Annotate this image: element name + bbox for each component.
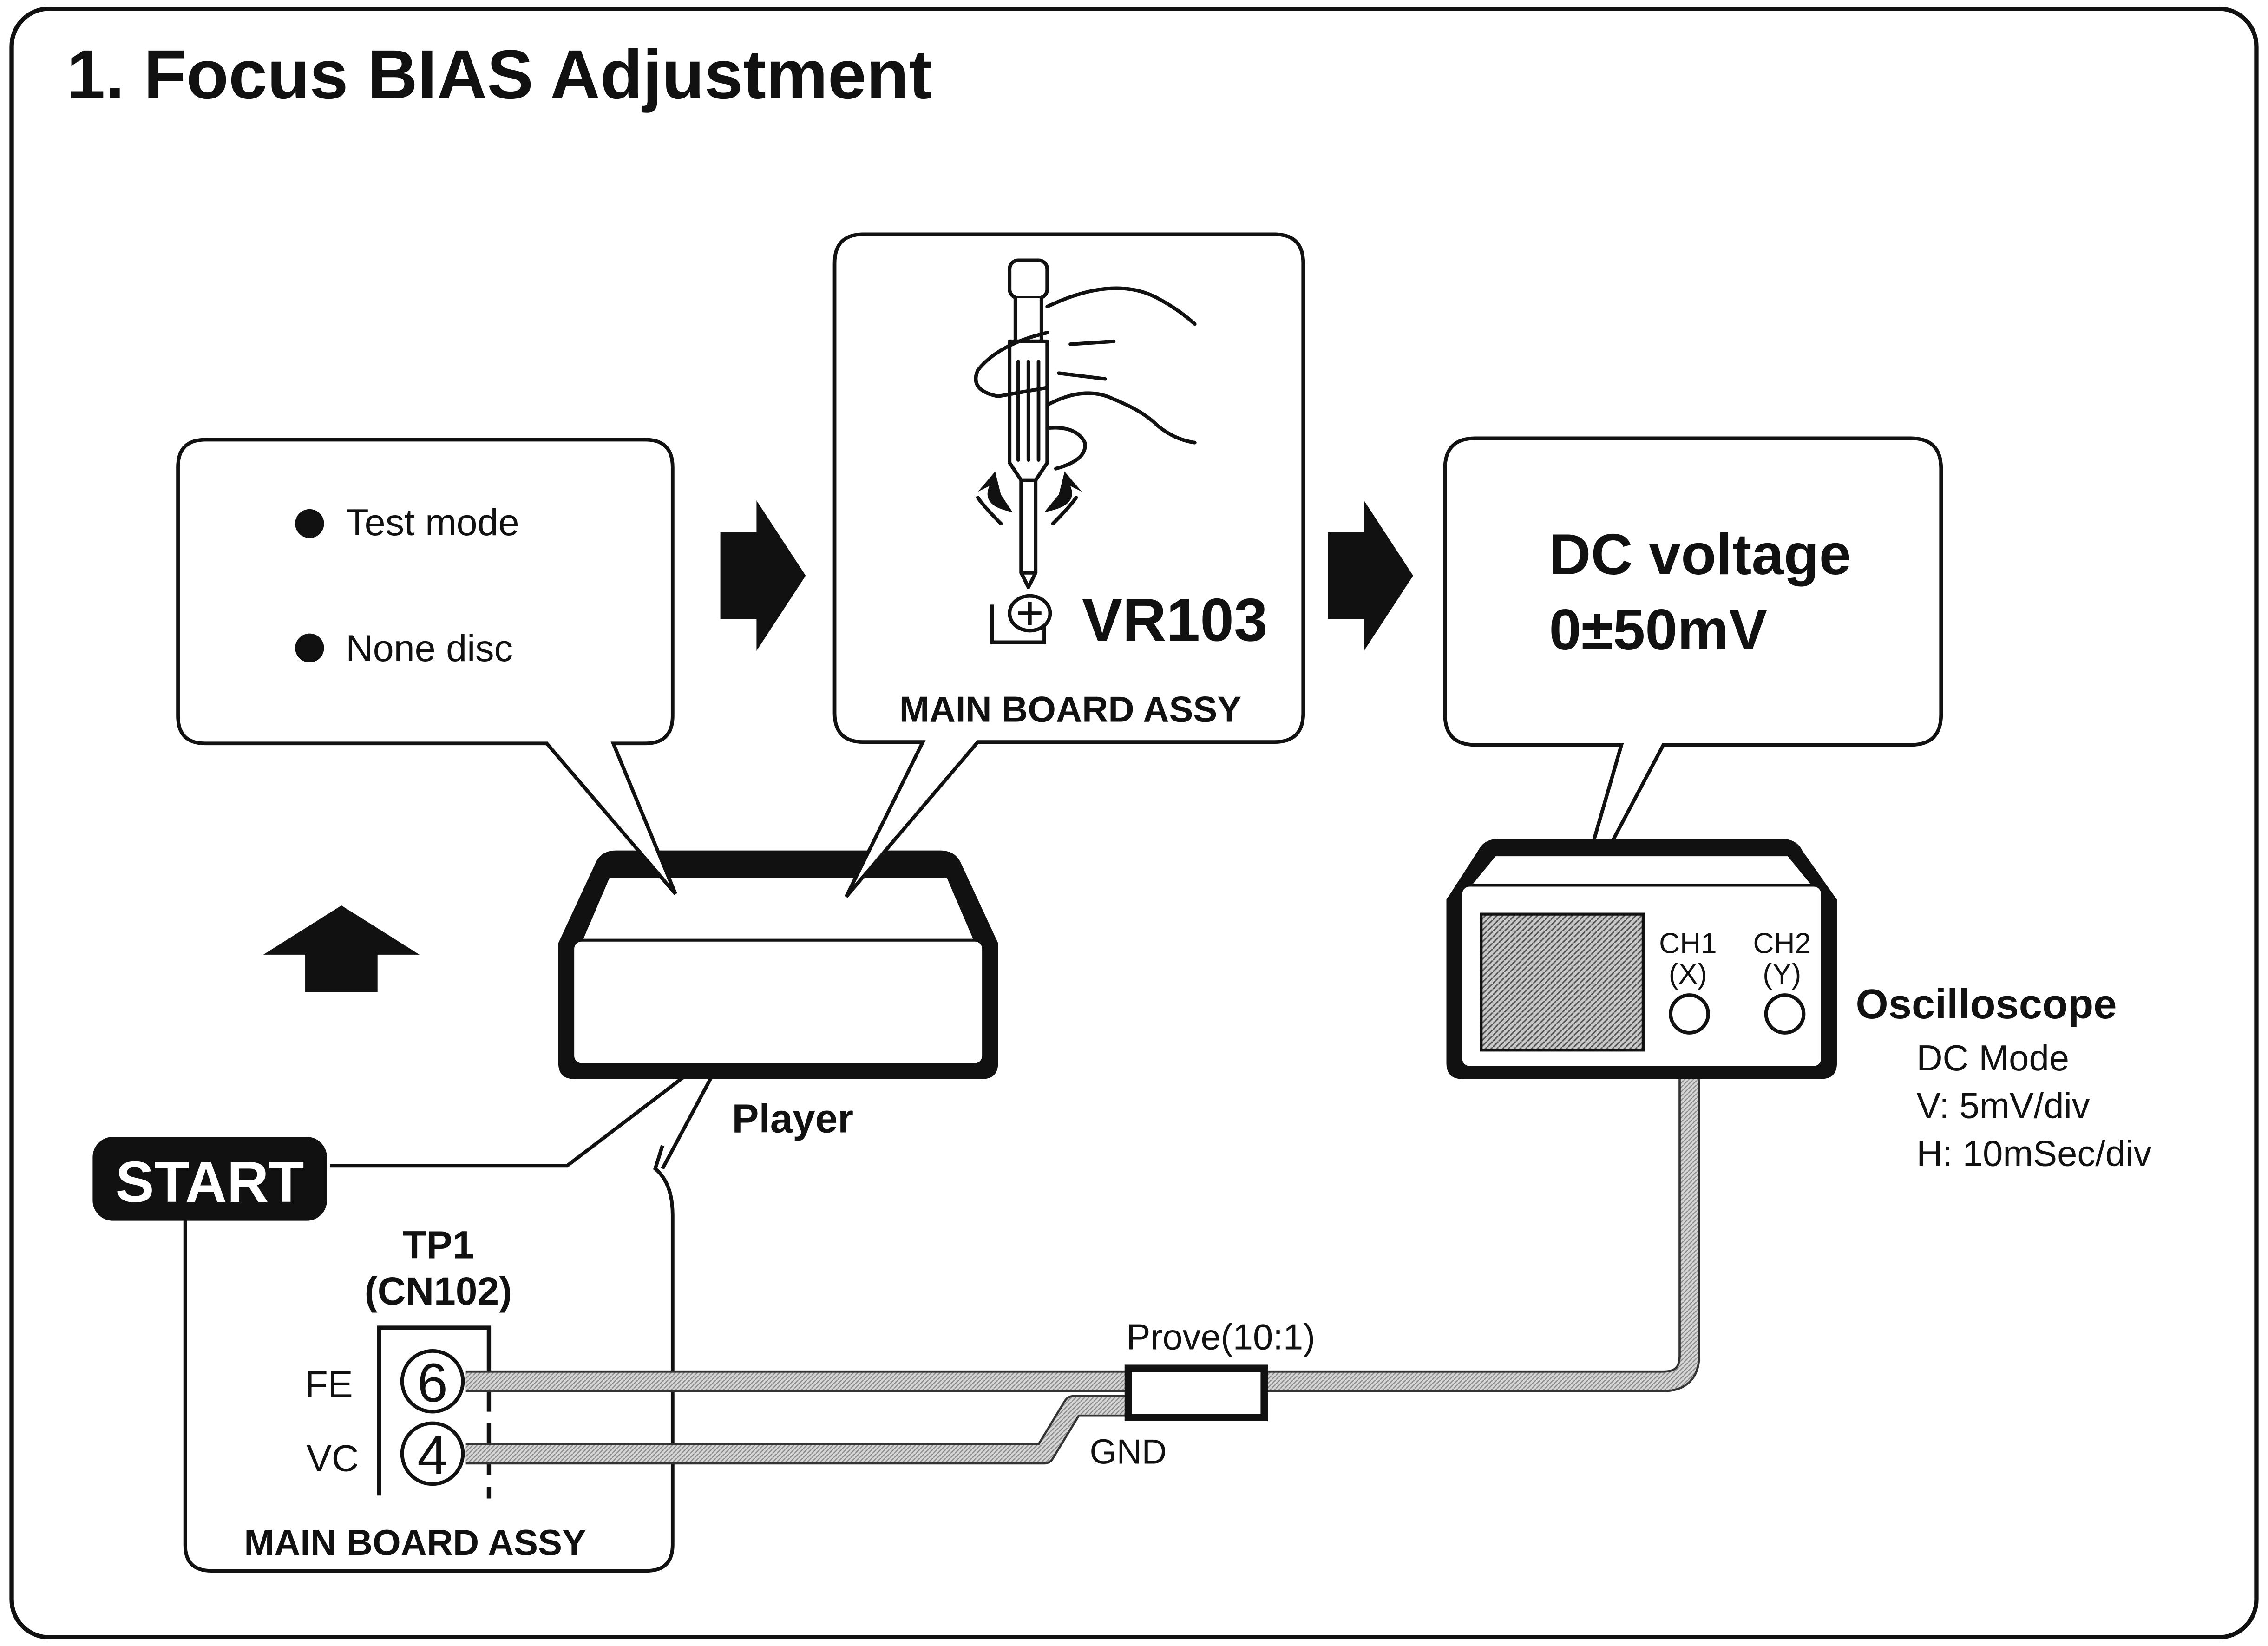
player-device: [558, 850, 998, 1079]
oscilloscope-screen: [1480, 912, 1645, 1052]
ch2-jack: [1764, 993, 1806, 1035]
oscilloscope-device: [1446, 839, 1837, 1079]
oscilloscope-setting: V: 5mV/div: [1916, 1086, 2090, 1126]
rotate-right-arrow-icon: [1044, 471, 1082, 512]
right-arrow-icon: [720, 500, 806, 651]
rotate-left-arrow-icon: [977, 471, 1013, 512]
pin-number-4: 4: [417, 1425, 448, 1486]
ch2-axis: (Y): [1763, 958, 1801, 990]
probe-label: Prove(10:1): [1126, 1318, 1315, 1357]
pin-6-circle: [400, 1349, 465, 1414]
adjustment-callout: [832, 232, 1305, 898]
oscilloscope-name: Oscilloscope: [1856, 981, 2117, 1028]
target-line-1: DC voltage: [1549, 522, 1851, 587]
probe-body: [1124, 1364, 1268, 1421]
oscilloscope-setting: DC Mode: [1916, 1038, 2069, 1078]
right-arrow-icon: [1328, 500, 1413, 651]
up-arrow-icon: [263, 905, 420, 992]
ch1-axis: (X): [1669, 958, 1707, 990]
bullet-icon: [295, 509, 324, 538]
ground-cable: [465, 1395, 1128, 1465]
test-point-name: TP1: [402, 1223, 474, 1267]
player-label: Player: [732, 1096, 853, 1141]
pin-label-fe: FE: [305, 1364, 353, 1406]
ch1-jack: [1669, 993, 1710, 1035]
pin-number-6: 6: [417, 1352, 448, 1414]
ch2-label: CH2: [1753, 928, 1811, 960]
test-point-board: MAIN BOARD ASSY: [244, 1523, 586, 1563]
connector-bracket: [377, 1325, 492, 1496]
condition-item: Test mode: [346, 502, 519, 544]
page-title: 1. Focus BIAS Adjustment: [66, 36, 932, 113]
bullet-icon: [295, 633, 324, 662]
oscilloscope-setting: H: 10mSec/div: [1916, 1134, 2151, 1174]
pin-4-circle: [400, 1421, 465, 1486]
adjustment-board-label: MAIN BOARD ASSY: [899, 690, 1242, 730]
target-line-2: 0±50mV: [1549, 597, 1768, 662]
condition-item: None disc: [346, 628, 513, 669]
trimmer-icon: [990, 594, 1052, 644]
vr-label: VR103: [1082, 586, 1268, 654]
conditions-callout: [176, 438, 677, 895]
target-callout: [1443, 436, 1943, 921]
probe-cable: [465, 1038, 1700, 1392]
pin-label-vc: VC: [307, 1437, 359, 1479]
ch1-label: CH1: [1659, 928, 1717, 960]
test-point-panel: [183, 1145, 675, 1573]
ground-label: GND: [1090, 1432, 1167, 1471]
hand-screwdriver-icon: [974, 258, 1197, 589]
start-badge-bg: [92, 1137, 327, 1221]
start-badge: START: [116, 1150, 304, 1214]
test-point-connector: (CN102): [365, 1269, 512, 1313]
